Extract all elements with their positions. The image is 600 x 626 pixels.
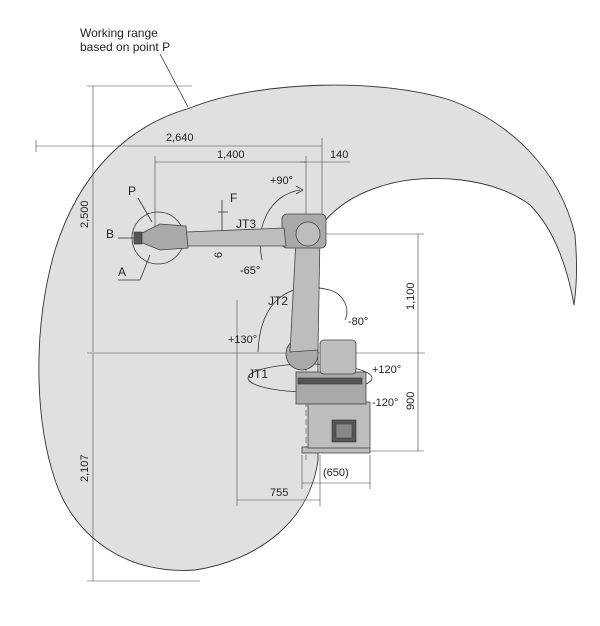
label-B: B <box>106 227 114 241</box>
label-A: A <box>118 265 126 279</box>
dim-140-label: 140 <box>330 149 348 161</box>
label-A-leader2 <box>139 254 151 281</box>
angle-jt3-down: -65° <box>240 265 260 277</box>
angle-jt2-fwd: +130° <box>228 334 257 346</box>
dim-900-label: 900 <box>405 392 417 410</box>
label-F: F <box>230 191 237 205</box>
label-JT2: JT2 <box>268 294 288 308</box>
dim-1100-label: 1,100 <box>405 282 417 310</box>
label-JT1: JT1 <box>248 367 268 381</box>
angle-jt1-pos: +120° <box>372 364 401 376</box>
jt3-joint <box>295 221 321 247</box>
robot-base-panel <box>335 423 353 439</box>
annotation-leader <box>159 53 189 108</box>
angle-jt2-back: -80° <box>348 316 368 328</box>
jt3-arc-arrow <box>295 185 304 195</box>
annotation-line1: Working range <box>80 26 158 40</box>
angle-jt3-up: +90° <box>270 175 293 187</box>
label-P: P <box>128 184 136 198</box>
label-JT3: JT3 <box>236 217 256 231</box>
jt2-motor-housing <box>319 339 357 375</box>
dim-2640-label: 2,640 <box>166 132 194 144</box>
dim-755-label: 755 <box>270 487 288 499</box>
dim-6-label: 6 <box>213 252 225 258</box>
dim-650-label: (650) <box>323 467 349 479</box>
robot-flange <box>133 231 143 245</box>
dim-2107-label: 2,107 <box>79 454 91 482</box>
robot-turret <box>295 371 367 405</box>
robot-turret-band <box>297 377 363 385</box>
annotation-line2: based on point P <box>80 40 170 54</box>
angle-jt1-neg: -120° <box>372 397 398 409</box>
jt2-rotation-arc <box>257 287 348 353</box>
label-P-leader <box>137 197 153 223</box>
dim-2500-label: 2,500 <box>79 200 91 228</box>
jt3-rotation-arc <box>259 189 301 261</box>
dim-1400-label: 1,400 <box>217 149 245 161</box>
